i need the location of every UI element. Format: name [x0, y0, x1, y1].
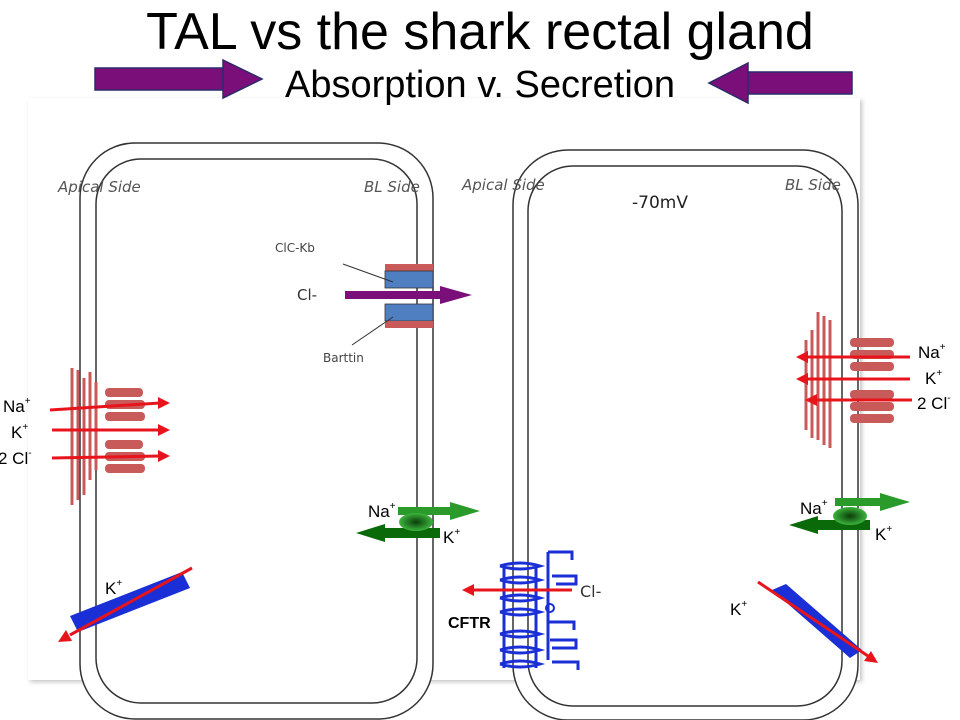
cl-exit-arrowhead — [440, 286, 472, 304]
left-pump-na-label: Na+ — [368, 501, 396, 521]
left-k-arrowhead — [158, 424, 170, 436]
left-nkcc-k-label: K+ — [11, 422, 28, 442]
right-nkcc-k-label: K+ — [925, 368, 942, 388]
clc-kb-bottom-body — [384, 303, 434, 322]
cftr-cytoplasmic-loops — [546, 550, 580, 670]
slide-title: TAL vs the shark rectal gland — [146, 3, 814, 61]
slide-subtitle: Absorption v. Secretion — [284, 64, 676, 106]
left-pump-core — [399, 513, 433, 531]
absorption-arrowhead — [222, 58, 264, 100]
left-cl-arrow — [51, 454, 161, 460]
right-nkcc-band — [850, 390, 894, 399]
absorption-arrow — [94, 58, 264, 100]
left-na-k-atpase — [356, 502, 480, 542]
left-na-arrowhead — [158, 397, 170, 409]
right-channel-k-label: K+ — [730, 599, 747, 619]
right-na-arrowhead — [796, 351, 808, 363]
right-k-channel — [757, 580, 878, 663]
right-cl-label: Cl- — [580, 582, 601, 601]
clc-kb-top-body — [384, 270, 434, 289]
cftr-label: CFTR — [448, 615, 491, 632]
left-k-efflux-arrow — [69, 566, 193, 637]
left-apical-side-label: Apical Side — [57, 178, 141, 196]
clc-kb-label: ClC-Kb — [275, 241, 315, 255]
left-cl-label: Cl- — [297, 286, 317, 304]
cftr-coil — [499, 561, 546, 669]
left-na-arrow — [49, 401, 161, 412]
left-bl-side-label: BL Side — [364, 178, 420, 196]
left-nkcc-cotransporter — [49, 368, 170, 505]
cftr-channel — [462, 550, 580, 670]
left-nkcc-coil — [70, 368, 98, 505]
left-nkcc-cl-label: 2 Cl- — [0, 448, 32, 468]
secretion-arrow — [707, 61, 853, 105]
right-nkcc-cl-label: 2 Cl- — [917, 393, 951, 413]
left-pump-k-label: K+ — [443, 527, 460, 547]
left-k-channel — [58, 566, 193, 642]
right-bl-side-label: BL Side — [785, 176, 841, 194]
left-nkcc-band — [105, 464, 145, 473]
right-k-efflux-arrow — [757, 580, 869, 658]
right-k-arrowhead — [796, 373, 808, 385]
right-cell: Apical Side BL Side -70mV Na+ K+ 2 Cl- — [448, 149, 951, 720]
left-nkcc-band — [105, 412, 145, 421]
barttin-pointer — [351, 316, 394, 346]
left-nkcc-na-label: Na+ — [3, 396, 31, 416]
right-nkcc-band — [850, 402, 894, 411]
right-nkcc-band — [850, 338, 894, 347]
cftr-cl-efflux-arrowhead — [462, 584, 474, 596]
right-pump-k-label: K+ — [875, 524, 892, 544]
clc-kb-channel — [342, 263, 472, 346]
right-nkcc-band — [850, 414, 894, 423]
right-k-efflux-arrowhead — [864, 651, 878, 663]
left-nkcc-band — [105, 440, 143, 449]
right-cell-inner-membrane — [527, 165, 843, 707]
secretion-arrowhead — [707, 61, 749, 105]
right-pump-core — [833, 507, 867, 525]
right-cl-arrowhead — [805, 394, 817, 406]
right-pump-na-out-arrow — [835, 493, 910, 511]
cftr-nucleotide-site — [545, 603, 555, 613]
clc-kb-top-cap — [385, 264, 433, 271]
barttin-label: Barttin — [323, 351, 364, 365]
right-na-k-atpase — [789, 493, 910, 534]
right-nkcc-band — [850, 362, 894, 371]
left-cl-arrowhead — [158, 450, 170, 462]
right-nkcc-cotransporter — [796, 312, 912, 448]
clc-kb-bottom-cap — [385, 321, 433, 328]
left-cell: Apical Side BL Side Na+ K+ 2 Cl- — [0, 142, 480, 720]
left-nkcc-band — [105, 388, 143, 397]
right-pump-na-label: Na+ — [800, 498, 828, 518]
membrane-voltage-label: -70mV — [632, 193, 688, 213]
right-nkcc-na-label: Na+ — [918, 342, 946, 362]
left-channel-k-label: K+ — [105, 578, 122, 598]
cl-exit-arrow-shaft — [345, 291, 445, 299]
clc-kb-pointer — [342, 263, 394, 283]
right-apical-side-label: Apical Side — [461, 176, 545, 194]
left-k-efflux-arrowhead — [58, 630, 72, 642]
left-pump-na-out-arrow — [398, 502, 480, 520]
